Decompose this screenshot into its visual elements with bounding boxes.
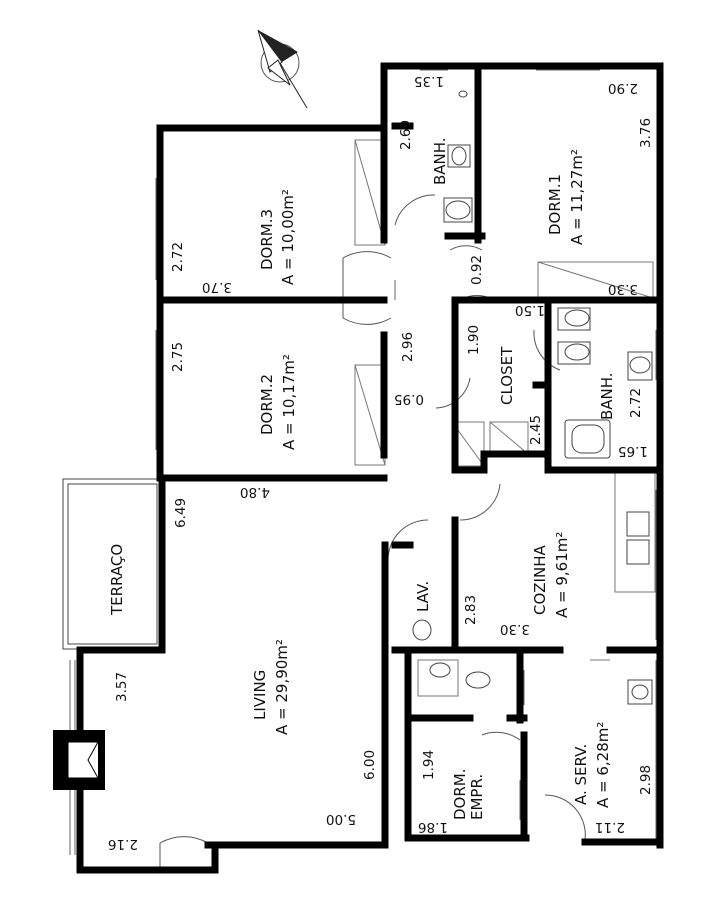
- dim-3-70: 3.70: [202, 279, 232, 295]
- dim-2-75: 2.75: [170, 342, 186, 372]
- living-area: A = 29,90m²: [273, 639, 291, 735]
- dim-0-92: 0.92: [469, 255, 485, 285]
- dim-3-76: 3.76: [638, 118, 654, 148]
- dim-2-69: 2.69: [398, 120, 414, 150]
- dim-1-65: 1.65: [618, 443, 648, 459]
- banh-top-name: BANH.: [431, 137, 449, 185]
- dim-2-11: 2.11: [595, 819, 625, 835]
- banh-right-name: BANH.: [598, 372, 616, 420]
- walls: [76, 62, 664, 874]
- fireplace: [53, 730, 105, 790]
- dim-0-95: 0.95: [394, 391, 424, 407]
- north-arrow-icon: [257, 29, 308, 109]
- living-name: LIVING: [251, 670, 269, 720]
- a-serv-name: A. SERV.: [572, 744, 590, 805]
- dim-6-49: 6.49: [173, 498, 189, 528]
- dim-2-72-dorm3: 2.72: [170, 242, 186, 272]
- dim-3-57: 3.57: [114, 672, 130, 702]
- dorm1-name: DORM.1: [546, 174, 564, 235]
- dorm2-area: A = 10,17m²: [280, 354, 298, 450]
- cozinha-name: COZINHA: [531, 545, 549, 615]
- room-labels: DORM.3 A = 10,00m² DORM.2 A = 10,17m² DO…: [108, 137, 616, 820]
- closet-name: CLOSET: [498, 346, 516, 405]
- bathroom-fixtures: [412, 90, 653, 705]
- a-serv-area: A = 6,28m²: [594, 722, 612, 808]
- dim-5-00: 5.00: [326, 811, 356, 827]
- dim-2-16: 2.16: [108, 836, 138, 852]
- door-swings: [159, 194, 586, 870]
- dorm3-name: DORM.3: [258, 209, 276, 270]
- dim-2-45: 2.45: [528, 415, 544, 445]
- dorm2-name: DORM.2: [258, 374, 276, 435]
- dim-1-90: 1.90: [466, 325, 482, 355]
- dorm3-area: A = 10,00m²: [279, 189, 297, 285]
- dim-2-90: 2.90: [608, 80, 638, 96]
- dim-2-98: 2.98: [638, 765, 654, 795]
- dim-2-96: 2.96: [400, 332, 416, 362]
- dim-1-86: 1.86: [418, 819, 448, 835]
- dim-6-00: 6.00: [362, 750, 378, 780]
- dim-1-35: 1.35: [414, 73, 444, 89]
- terraco-name: TERRAÇO: [108, 544, 126, 616]
- dim-2-83: 2.83: [463, 595, 479, 625]
- dim-1-50: 1.50: [515, 302, 545, 318]
- lav-name: LAV.: [414, 581, 432, 612]
- dim-2-72-banh: 2.72: [628, 388, 644, 418]
- dimension-labels: 1.35 2.69 2.90 3.76 2.72 3.70 0.92 3.30 …: [108, 73, 654, 852]
- dim-3-30-coz: 3.30: [500, 621, 530, 637]
- dorm1-area: A = 11,27m²: [568, 149, 586, 245]
- dim-3-30-top: 3.30: [608, 281, 638, 297]
- dim-4-80: 4.80: [240, 484, 270, 500]
- dorm-empr-name2: EMPR.: [468, 774, 486, 820]
- dim-1-94: 1.94: [421, 750, 437, 780]
- dorm-empr-name: DORM.: [451, 769, 469, 821]
- cozinha-area: A = 9,61m²: [553, 532, 571, 618]
